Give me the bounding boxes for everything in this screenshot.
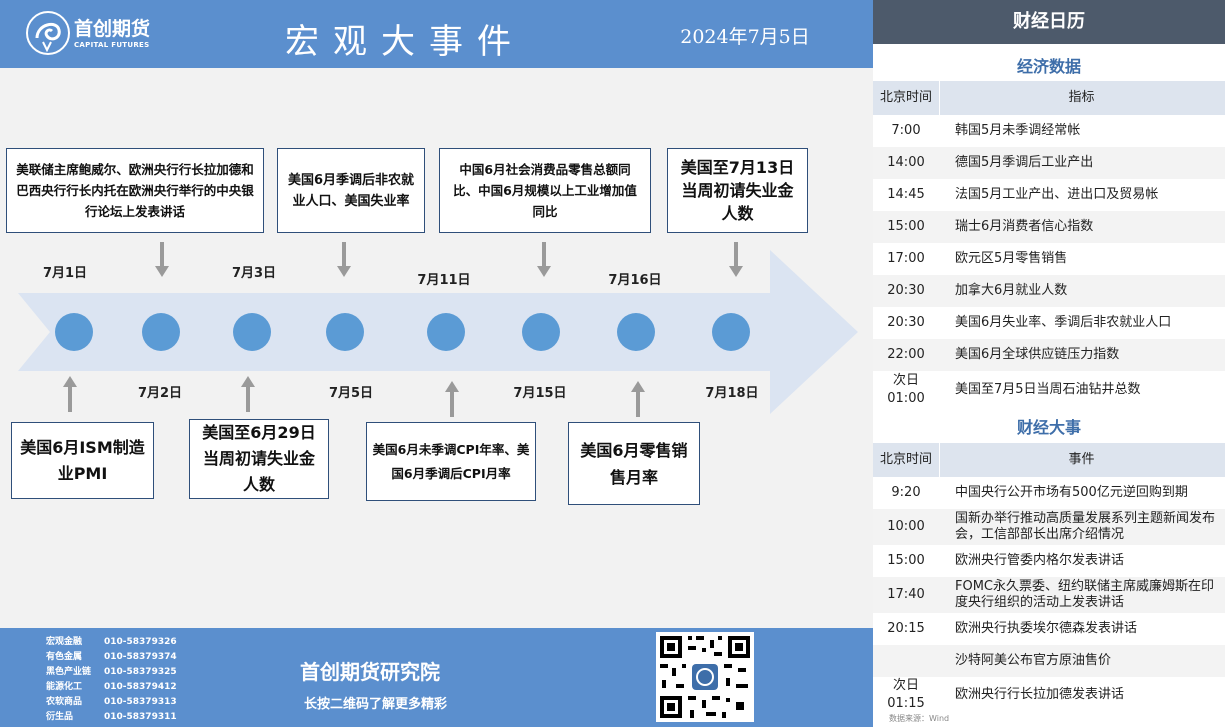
event-box: 美国6月未季调CPI年率、美国6月季调后CPI月率 xyxy=(366,422,536,501)
event-box: 美国至6月29日当周初请失业金人数 xyxy=(189,419,329,499)
date-label: 7月11日 xyxy=(417,273,471,288)
econ-section-title: 经济数据 xyxy=(1016,57,1081,76)
logo-english-name: CAPITAL FUTURES xyxy=(74,41,150,49)
down-arrow-icon xyxy=(155,242,169,278)
page-title: 宏观大事件 xyxy=(285,22,525,62)
timeline-area: 7月1日 7月3日 7月11日 7月16日 7月2日 7月5日 7月15日 7月… xyxy=(0,68,873,628)
events-section-title: 财经大事 xyxy=(1016,418,1081,437)
event-box: 美联储主席鲍威尔、欧洲央行行长拉加德和巴西央行行长内托在欧洲央行举行的中央银行论… xyxy=(6,148,264,233)
date-label: 7月2日 xyxy=(137,386,183,401)
timeline-dot xyxy=(427,313,465,351)
timeline-dot xyxy=(142,313,180,351)
timeline-dot xyxy=(55,313,93,351)
logo-chinese-name: 首创期货 xyxy=(74,18,151,40)
events-table-header: 北京时间 事件 xyxy=(873,443,1225,477)
qr-caption: 长按二维码了解更多精彩 xyxy=(304,697,448,712)
down-arrow-icon xyxy=(337,242,351,278)
date-label: 7月16日 xyxy=(608,273,662,288)
timeline-dot xyxy=(712,313,750,351)
timeline-dot xyxy=(522,313,560,351)
date-label: 7月15日 xyxy=(513,386,567,401)
down-arrow-icon xyxy=(537,242,551,278)
event-box: 美国6月季调后非农就业人口、美国失业率 xyxy=(277,148,425,233)
timeline-dot xyxy=(326,313,364,351)
date-label: 7月3日 xyxy=(231,266,277,281)
date-label: 7月5日 xyxy=(328,386,374,401)
up-arrow-icon xyxy=(631,381,645,417)
timeline-dot xyxy=(233,313,271,351)
date-label: 7月1日 xyxy=(42,266,88,281)
timeline-dot xyxy=(617,313,655,351)
panel-title: 财经日历 xyxy=(873,0,1225,44)
event-box: 美国6月零售销售月率 xyxy=(568,422,700,505)
table-row: 沙特阿美公布官方原油售价 xyxy=(873,645,1225,677)
event-box: 中国6月社会消费品零售总额同比、中国6月规模以上工业增加值同比 xyxy=(439,148,651,233)
header-bar: 首创期货 CAPITAL FUTURES 宏观大事件 2024年7月5日 xyxy=(0,0,873,68)
company-logo-icon xyxy=(26,11,70,55)
econ-table-header: 北京时间 指标 xyxy=(873,81,1225,115)
date-label: 7月18日 xyxy=(705,386,759,401)
event-box: 美国至7月13日当周初请失业金人数 xyxy=(667,148,808,233)
institute-name: 首创期货研究院 xyxy=(300,660,440,684)
data-source-note: 数据来源：Wind xyxy=(889,714,950,723)
event-box: 美国6月ISM制造业PMI xyxy=(11,422,154,499)
down-arrow-icon xyxy=(729,242,743,278)
up-arrow-icon xyxy=(63,376,77,412)
up-arrow-icon xyxy=(241,376,255,412)
up-arrow-icon xyxy=(445,381,459,417)
report-date: 2024年7月5日 xyxy=(680,26,810,48)
qr-code-icon[interactable] xyxy=(656,632,754,722)
